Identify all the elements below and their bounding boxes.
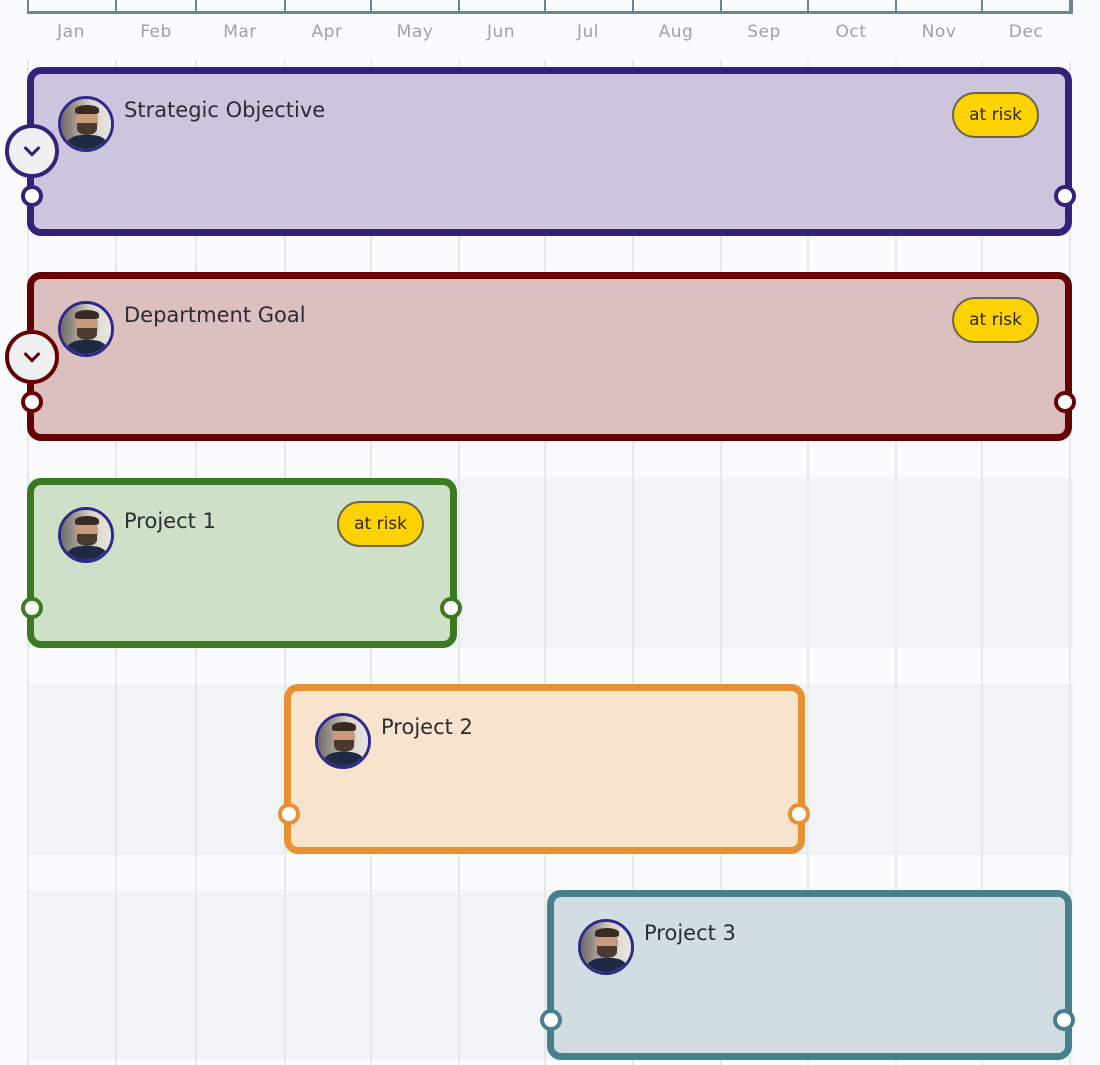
timeline-bar-project-2[interactable]: Project 2 bbox=[284, 684, 805, 854]
connector-port-right[interactable] bbox=[440, 597, 462, 619]
avatar[interactable] bbox=[315, 713, 371, 769]
bar-title: Strategic Objective bbox=[124, 98, 326, 122]
chevron-down-icon bbox=[23, 139, 41, 157]
axis-tick bbox=[981, 0, 983, 13]
connector-port-right[interactable] bbox=[1053, 1009, 1075, 1031]
timeline-axis bbox=[27, 0, 1073, 14]
connector-port-right[interactable] bbox=[1054, 185, 1076, 207]
axis-tick bbox=[284, 0, 286, 13]
month-label-oct: Oct bbox=[835, 22, 867, 42]
month-label-nov: Nov bbox=[921, 22, 957, 42]
month-label-jan: Jan bbox=[57, 22, 85, 42]
axis-tick bbox=[370, 0, 372, 13]
grid-line bbox=[458, 60, 460, 1065]
grid-line bbox=[720, 60, 722, 1065]
month-label-apr: Apr bbox=[311, 22, 343, 42]
status-badge: at risk bbox=[952, 297, 1039, 343]
grid-line bbox=[632, 60, 634, 1065]
month-label-sep: Sep bbox=[747, 22, 781, 42]
status-badge: at risk bbox=[952, 92, 1039, 138]
timeline-bar-project-3[interactable]: Project 3 bbox=[547, 890, 1072, 1060]
grid-line bbox=[1069, 60, 1071, 1065]
avatar[interactable] bbox=[58, 507, 114, 563]
axis-line bbox=[27, 11, 1073, 14]
collapse-button-strategic-objective[interactable] bbox=[5, 124, 59, 178]
month-label-feb: Feb bbox=[140, 22, 172, 42]
timeline-bar-strategic-objective[interactable]: Strategic Objective at risk bbox=[27, 67, 1072, 236]
axis-tick bbox=[458, 0, 460, 13]
month-label-aug: Aug bbox=[658, 22, 694, 42]
month-label-jul: Jul bbox=[576, 22, 599, 42]
timeline-bar-project-1[interactable]: Project 1 at risk bbox=[27, 478, 457, 648]
connector-port-left[interactable] bbox=[540, 1009, 562, 1031]
axis-tick bbox=[895, 0, 897, 13]
avatar[interactable] bbox=[58, 96, 114, 152]
axis-tick bbox=[195, 0, 197, 13]
connector-port-left[interactable] bbox=[278, 803, 300, 825]
timeline-bar-department-goal[interactable]: Department Goal at risk bbox=[27, 272, 1072, 441]
collapse-button-department-goal[interactable] bbox=[5, 330, 59, 384]
connector-port-right[interactable] bbox=[1054, 391, 1076, 413]
connector-port-right[interactable] bbox=[788, 803, 810, 825]
axis-tick bbox=[27, 0, 29, 13]
month-label-may: May bbox=[396, 22, 434, 42]
axis-tick bbox=[544, 0, 546, 13]
bar-title: Project 2 bbox=[381, 715, 473, 739]
month-label-dec: Dec bbox=[1008, 22, 1044, 42]
month-label-jun: Jun bbox=[486, 22, 516, 42]
connector-port-left[interactable] bbox=[21, 391, 43, 413]
grid-line bbox=[895, 60, 897, 1065]
axis-tick bbox=[115, 0, 117, 13]
axis-tick bbox=[807, 0, 809, 13]
bar-title: Department Goal bbox=[124, 303, 306, 327]
connector-port-left[interactable] bbox=[21, 597, 43, 619]
chevron-down-icon bbox=[23, 345, 41, 363]
avatar[interactable] bbox=[578, 919, 634, 975]
axis-tick bbox=[632, 0, 634, 13]
grid-line bbox=[807, 60, 809, 1065]
axis-tick bbox=[720, 0, 722, 13]
grid-line bbox=[544, 60, 546, 1065]
status-badge: at risk bbox=[337, 501, 424, 547]
bar-title: Project 1 bbox=[124, 509, 216, 533]
axis-tick bbox=[1069, 0, 1073, 13]
month-label-mar: Mar bbox=[223, 22, 257, 42]
connector-port-left[interactable] bbox=[21, 185, 43, 207]
avatar[interactable] bbox=[58, 301, 114, 357]
grid-line bbox=[981, 60, 983, 1065]
bar-title: Project 3 bbox=[644, 921, 736, 945]
